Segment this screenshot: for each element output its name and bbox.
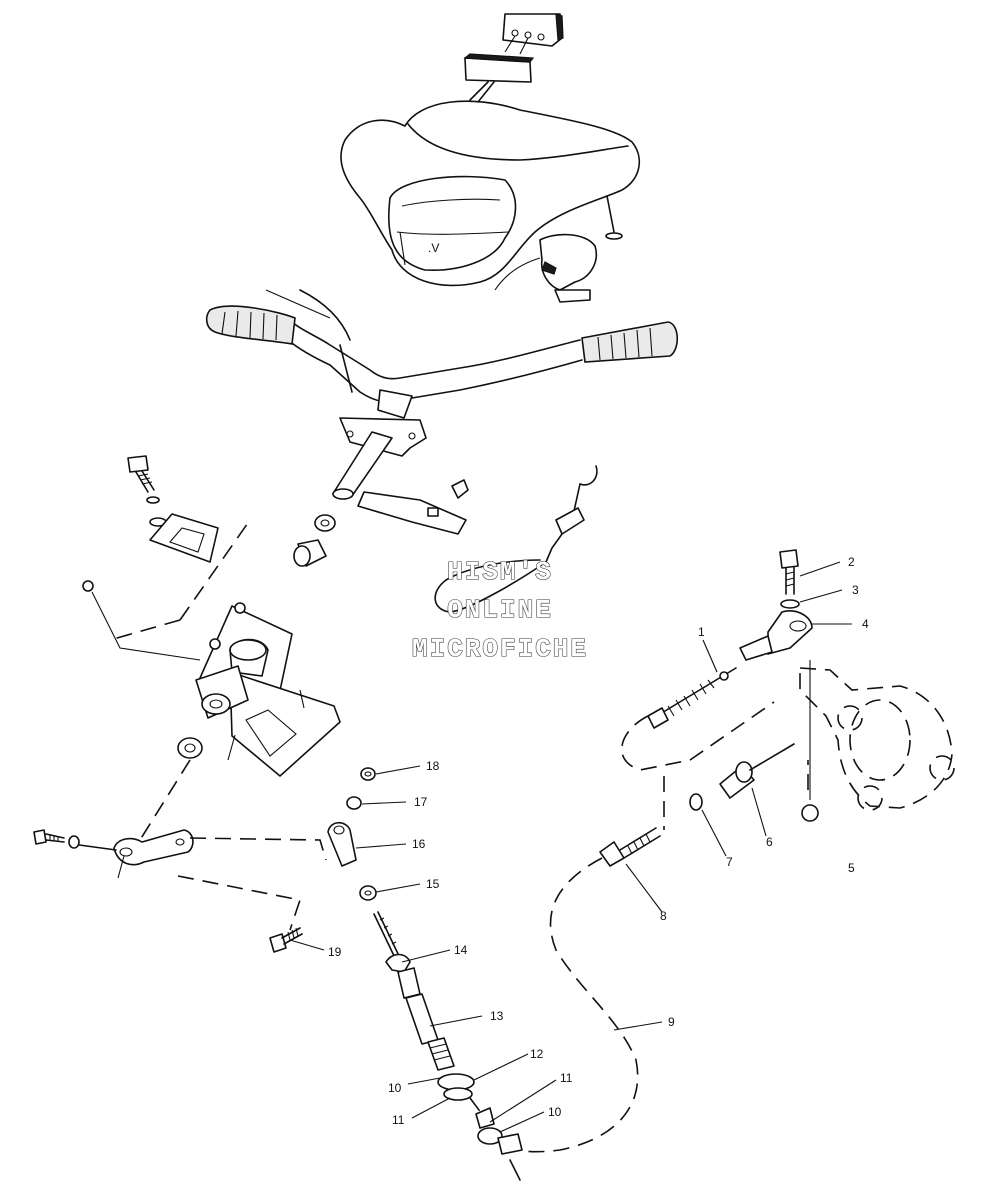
callout-19: 19: [328, 945, 342, 959]
callout-1: 1: [698, 625, 705, 639]
lanyard-cord: [434, 465, 598, 613]
rod-end-16: [327, 821, 357, 867]
cable-housing-6: [719, 743, 795, 799]
watermark: HISM'S ONLINE MICROFICHE: [411, 556, 588, 664]
bolt-19: [269, 927, 303, 953]
callout-15: 15: [426, 877, 440, 891]
cable-end-14: [373, 911, 411, 973]
switch-module: [463, 53, 535, 103]
callout-4: 4: [862, 617, 869, 631]
lanyard-clip: [357, 479, 469, 535]
cable-fitting-10-11: [475, 1107, 523, 1181]
washer-7: [689, 793, 703, 811]
bushing: [293, 539, 327, 567]
callout-13: 13: [490, 1009, 504, 1023]
callout-17: 17: [414, 795, 428, 809]
cable-route-upper: [620, 701, 775, 771]
callout-7: 7: [726, 855, 733, 869]
handlebar: [205, 289, 679, 403]
watermark-line-1: HISM'S: [447, 557, 553, 587]
rod-end-4: [739, 610, 813, 661]
bushing-washer: [314, 514, 336, 532]
nut-15: [359, 885, 377, 901]
cable-route-9: [509, 857, 639, 1153]
mirror-screw: [605, 195, 623, 240]
svg-text:.V: .V: [428, 241, 439, 255]
callout-labels: 1 2 3 4 5 6 7 8 9 10 11 12 13 14 15 16 1…: [328, 555, 869, 1127]
bolt: [127, 455, 155, 493]
bolt-left: [33, 829, 65, 845]
lock-washer: [146, 496, 160, 504]
cable-adjuster-8: [599, 827, 661, 867]
callout-14: 14: [454, 943, 468, 957]
washer-left: [68, 835, 80, 849]
steering-post: [332, 431, 393, 500]
washer-3: [780, 599, 800, 609]
callout-leaders: [289, 561, 852, 1133]
steering-arm: [71, 829, 194, 879]
cable-fitting-10-12: [427, 1037, 489, 1123]
callout-8: 8: [660, 909, 667, 923]
callout-11b: 11: [560, 1071, 573, 1085]
steering-bracket: [109, 602, 341, 777]
callout-3: 3: [852, 583, 859, 597]
callout-11: 11: [392, 1113, 405, 1127]
nut: [82, 580, 94, 592]
nut-5: [801, 804, 819, 822]
callout-2: 2: [848, 555, 855, 569]
connector-plug: [502, 13, 564, 55]
bolt-2: [779, 549, 799, 595]
axis-line: [139, 759, 191, 841]
leader-nut: [91, 591, 201, 661]
watermark-line-3: MICROFICHE: [412, 634, 588, 664]
callout-9: 9: [668, 1015, 675, 1029]
callout-12: 12: [530, 1047, 544, 1061]
control-housing: [494, 233, 597, 303]
linkage-line: [189, 837, 327, 861]
cable-sleeve-13: [397, 967, 439, 1045]
callout-5: 5: [848, 861, 855, 875]
watermark-line-2: ONLINE: [447, 595, 553, 625]
cable-end-1: [647, 667, 737, 729]
washer-17: [346, 796, 362, 810]
callout-10: 10: [388, 1081, 402, 1095]
linkage-line-2: [177, 875, 302, 931]
mounting-plate: [149, 513, 251, 621]
callout-16: 16: [412, 837, 426, 851]
throttle-body: [799, 667, 955, 811]
bushing-lower: [177, 737, 203, 759]
callout-18: 18: [426, 759, 440, 773]
callout-10b: 10: [548, 1105, 562, 1119]
callout-6: 6: [766, 835, 773, 849]
handlebar-cover: .V: [340, 100, 641, 287]
nut-18: [360, 767, 376, 781]
